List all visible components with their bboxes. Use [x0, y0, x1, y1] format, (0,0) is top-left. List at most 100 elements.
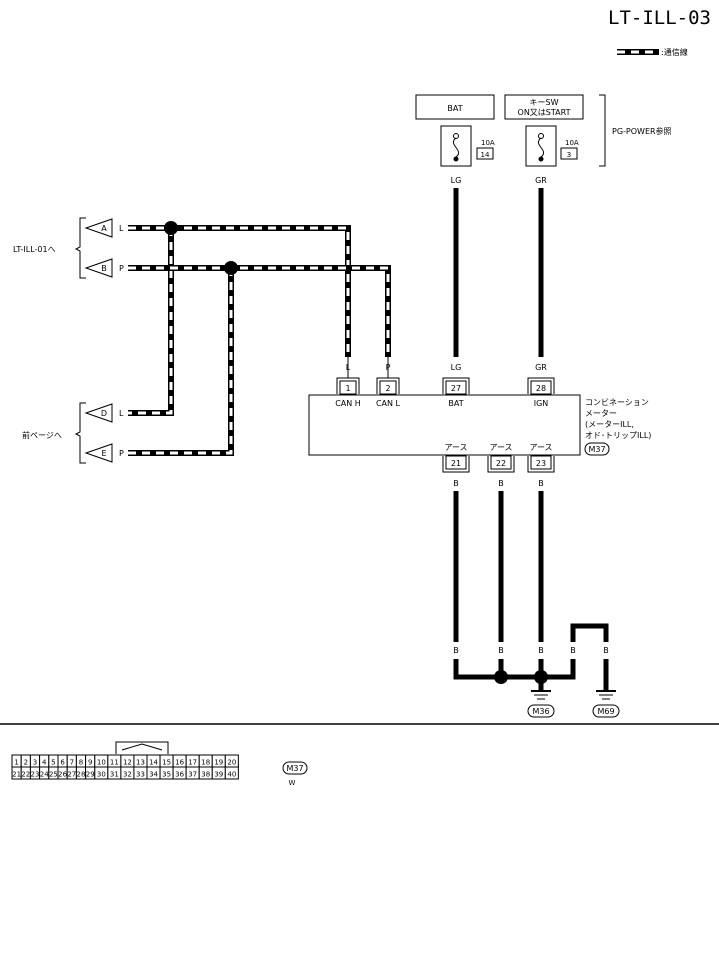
svg-text:L: L	[119, 409, 124, 418]
connector-pin-label: 23	[31, 771, 40, 779]
keysw-label-1: キーSW	[530, 98, 559, 107]
pin-22: アース 22	[487, 443, 515, 473]
svg-text:27: 27	[451, 384, 461, 393]
svg-text:B: B	[101, 264, 107, 273]
ground-bus	[453, 659, 576, 680]
svg-text:BAT: BAT	[448, 399, 463, 408]
lower-ref-label: 前ページへ	[22, 430, 62, 440]
svg-text:28: 28	[536, 384, 546, 393]
power-ref-bracket	[599, 94, 606, 167]
connector-pin-label: 10	[97, 759, 106, 767]
connector-pin-label: 20	[227, 759, 236, 767]
connector-pin-label: 37	[188, 771, 197, 779]
connector-pin-label: 16	[175, 759, 184, 767]
pin-2: 2 CAN L	[376, 377, 401, 408]
svg-text:P: P	[119, 449, 124, 458]
ground-splice-1	[494, 670, 508, 684]
bat-box	[415, 94, 495, 120]
connector-pin-label: 4	[42, 759, 47, 767]
connector-pin-label: 15	[162, 759, 171, 767]
fuse-bat-amp: 10A	[481, 139, 495, 147]
svg-text:M36: M36	[532, 707, 549, 716]
connector-pin-label: 14	[149, 759, 158, 767]
connector-pin-label: 32	[123, 771, 132, 779]
connector-pin-label: 24	[40, 771, 49, 779]
connector-pin-label: 6	[60, 759, 65, 767]
connector-pin-label: 17	[188, 759, 197, 767]
svg-text:E: E	[101, 449, 106, 458]
svg-text:CAN L: CAN L	[376, 399, 401, 408]
connector-pin-label: 9	[88, 759, 92, 767]
ground-wire-b4: B	[570, 646, 576, 655]
connector-pin-label: 30	[97, 771, 106, 779]
svg-text:D: D	[101, 409, 107, 418]
connector-pin-label: 29	[86, 771, 95, 779]
svg-text:IGN: IGN	[534, 399, 549, 408]
svg-text:A: A	[101, 224, 107, 233]
pin-21: アース 21	[442, 443, 470, 473]
svg-text:P: P	[119, 264, 124, 273]
connector-pin-label: 36	[175, 771, 184, 779]
svg-text:CAN H: CAN H	[335, 399, 361, 408]
connector-pin-label: 1	[14, 759, 18, 767]
pin-23: アース 23	[527, 443, 555, 473]
svg-text:M69: M69	[597, 707, 614, 716]
ref-connector-d: D L	[84, 403, 124, 423]
lower-ref-brace	[74, 402, 86, 464]
ref-connector-b: B P	[84, 258, 124, 278]
fuse-ign-amp: 10A	[565, 139, 579, 147]
meter-name-1: コンビネーション	[585, 398, 649, 407]
connector-pin-label: 21	[12, 771, 21, 779]
connector-face-id: M37	[286, 764, 303, 773]
connector-pin-label: 13	[136, 759, 145, 767]
fuse-ign: 10A 3	[525, 125, 579, 167]
connector-face-color: W	[289, 779, 296, 787]
can-h-line	[128, 225, 351, 416]
pin-28: 28 IGN	[527, 377, 555, 408]
connector-pin-label: 12	[123, 759, 132, 767]
pin23-wire-color: B	[538, 479, 544, 488]
connector-pin-label: 35	[162, 771, 171, 779]
connector-pin-label: 8	[79, 759, 83, 767]
fuse-ign-no: 3	[567, 151, 571, 159]
fuse-bat-no: 14	[481, 151, 490, 159]
ground-wire-b5: B	[603, 646, 609, 655]
connector-pin-label: 39	[214, 771, 223, 779]
svg-text:アース: アース	[489, 443, 512, 452]
connector-pin-label: 26	[58, 771, 67, 779]
ground-wire-b1: B	[453, 646, 459, 655]
pin-1: 1 CAN H	[335, 377, 361, 408]
pin22-wire-color: B	[498, 479, 504, 488]
ref-connector-a: A L	[84, 218, 124, 238]
svg-text:L: L	[119, 224, 124, 233]
keysw-box	[504, 94, 584, 120]
ign-wire-color-top: GR	[535, 176, 547, 185]
ref-connector-e: E P	[84, 443, 124, 463]
svg-text:アース: アース	[529, 443, 552, 452]
legend-label: :通信線	[661, 47, 688, 57]
comm-line-legend: :通信線	[617, 47, 688, 57]
upper-ref-brace	[74, 217, 86, 279]
ign-wire-color-bottom: GR	[535, 363, 547, 372]
combination-meter-box	[308, 394, 581, 456]
connector-pin-label: 40	[227, 771, 236, 779]
ground-wire-m69	[570, 623, 609, 690]
svg-text:アース: アース	[444, 443, 467, 452]
page-id: LT-ILL-03	[608, 7, 711, 29]
ground-splice-2	[534, 670, 548, 684]
svg-text:2: 2	[385, 384, 390, 393]
connector-pin-label: 22	[21, 771, 30, 779]
bat-wire-color-bottom: LG	[451, 363, 462, 372]
ground-symbol-m36: M36	[527, 690, 555, 718]
ground-wire-b2: B	[498, 646, 504, 655]
connector-pin-label: 38	[201, 771, 210, 779]
power-ref-label: PG-POWER参照	[612, 126, 672, 136]
svg-text:21: 21	[451, 459, 461, 468]
can-l-line	[128, 265, 391, 456]
connector-pin-cell	[224, 766, 239, 780]
pin-27: 27 BAT	[442, 377, 470, 408]
ground-symbol-m69: M69	[592, 690, 620, 718]
